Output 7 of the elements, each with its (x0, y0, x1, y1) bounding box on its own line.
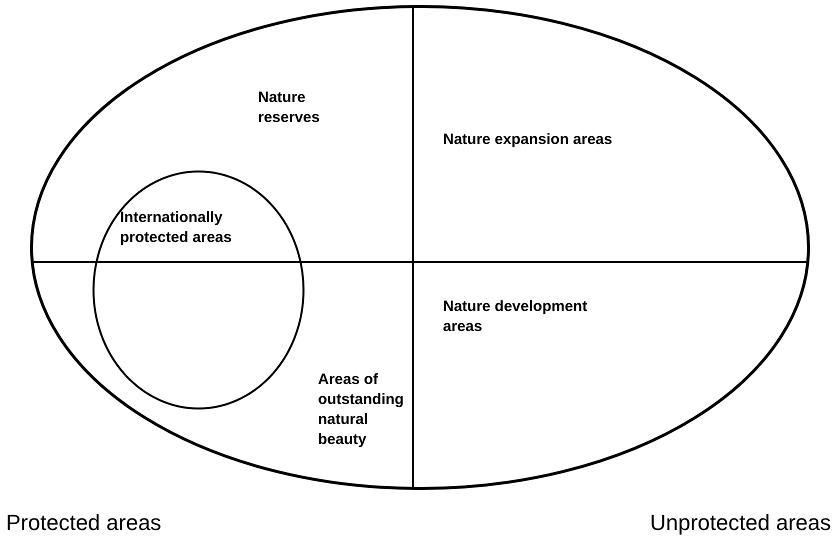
group-label: Protected areas (6, 510, 162, 536)
area-label: Nature expansion areas (443, 130, 614, 150)
area-label: Nature development areas (443, 297, 588, 337)
area-label: Nature reserves (258, 88, 321, 128)
group-label: Unprotected areas (649, 510, 831, 536)
area-label: Areas of outstanding natural beauty (318, 370, 405, 450)
area-label: Internationally protected areas (120, 208, 233, 248)
